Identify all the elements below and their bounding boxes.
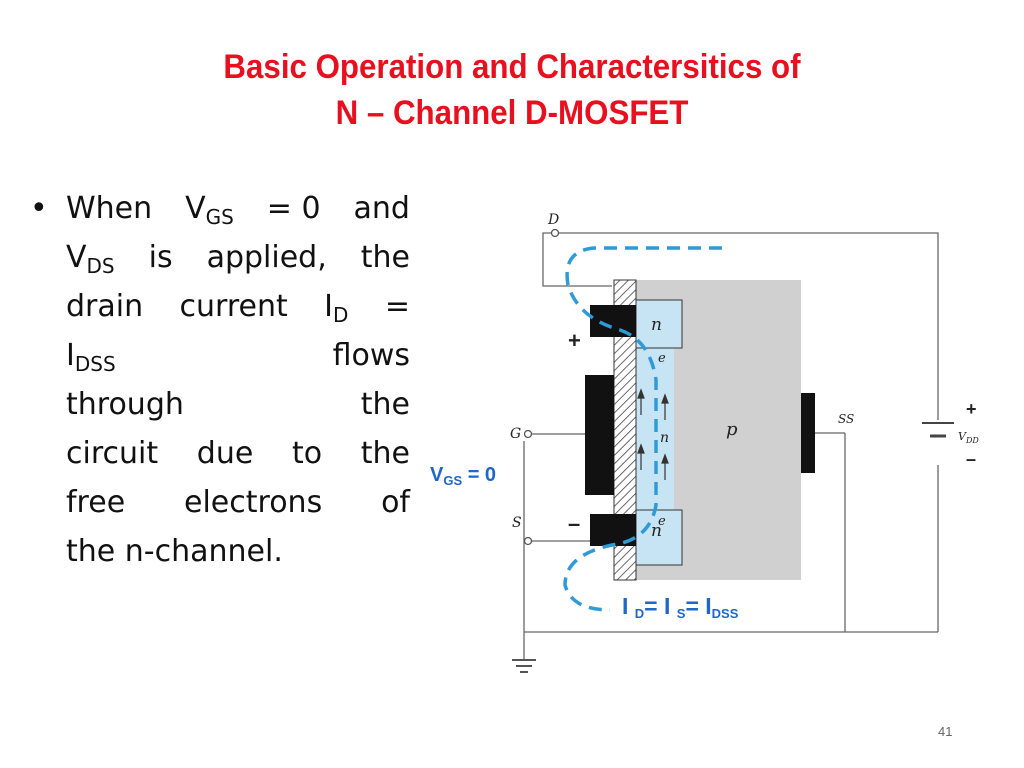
idss-term: IDSS — [66, 338, 116, 376]
n-source-label: n — [651, 521, 662, 541]
bullet-line-5: through the — [66, 380, 410, 429]
terminal-d-label: D — [547, 212, 559, 228]
page-number: 41 — [938, 724, 953, 739]
electron-flow-arrows — [637, 388, 669, 480]
bullet-line-6: circuit due to the — [66, 429, 410, 478]
ground-symbol — [512, 659, 536, 673]
n-drain-label: n — [651, 315, 662, 335]
title-line-2: N – Channel D-MOSFET — [335, 94, 689, 132]
word-circuit: circuit — [66, 436, 159, 471]
gs-subscript: GS — [205, 205, 234, 229]
current-flow-path — [563, 246, 722, 612]
bullet-line-7: free electrons of — [66, 478, 410, 527]
word-the-3: the — [360, 436, 410, 471]
terminal-s-label: S — [512, 515, 522, 531]
id-is-idss-annotation: I D= I S= IDSS — [618, 593, 743, 620]
terminal-ss-label: SS — [838, 412, 854, 426]
gate-plus-label: + — [568, 328, 581, 353]
word-drain: drain — [66, 289, 144, 324]
bullet-paragraph: When VGS = 0 and VDS is applied, the dra… — [66, 184, 410, 576]
text-the-n-channel: the n-channel. — [66, 534, 283, 569]
word-the-2: the — [360, 387, 410, 422]
vdd-plus-label: + — [966, 399, 977, 419]
p-substrate-label: p — [726, 419, 738, 440]
word-due: due — [196, 436, 254, 471]
word-current: current — [179, 289, 288, 324]
gate-contact — [585, 375, 614, 495]
vgs-term: VGS — [185, 191, 234, 229]
dss-subscript: DSS — [74, 352, 116, 376]
slide-title: Basic Operation and Charactersitics of N… — [41, 44, 983, 136]
eq-sign: = — [384, 289, 410, 324]
word-when: When — [66, 191, 153, 226]
electron-label: e — [658, 514, 666, 529]
eq-zero: = 0 — [266, 191, 321, 226]
ds-subscript: DS — [86, 254, 115, 278]
word-through: through — [66, 387, 184, 422]
bullet-marker: • — [30, 191, 48, 226]
word-of: of — [381, 485, 410, 520]
vds-term: VDS — [66, 240, 115, 278]
word-free: free — [66, 485, 126, 520]
id-term: ID — [324, 289, 349, 327]
n-region-source — [635, 509, 683, 566]
vgs-annotation: VGS = 0 — [430, 464, 497, 488]
mosfet-diagram: D G S SS n n p n e e + – + – VDD — [510, 212, 979, 673]
electron-label: e — [658, 351, 666, 366]
vdd-battery-symbol — [922, 422, 954, 438]
bullet-line-8: the n-channel. — [66, 527, 410, 576]
bullet-text-block: • When VGS = 0 and VDS is applied, the d… — [30, 184, 410, 576]
channel-n-label: n — [660, 430, 669, 446]
bullet-line-4: IDSS flows — [66, 331, 410, 380]
terminal-g-label: G — [510, 426, 521, 442]
word-to: to — [291, 436, 323, 471]
terminal-nodes — [523, 228, 560, 546]
bullet-line-3: drain current ID = — [66, 282, 410, 331]
word-the: the — [360, 240, 410, 275]
bullet-line-1: When VGS = 0 and — [66, 184, 410, 233]
word-flows: flows — [332, 338, 410, 373]
word-is: is — [148, 240, 173, 275]
word-electrons: electrons — [184, 485, 323, 520]
bullet-line-2: VDS is applied, the — [66, 233, 410, 282]
word-applied: applied, — [206, 240, 327, 275]
d-subscript: D — [333, 303, 349, 327]
vdd-label: VDD — [958, 430, 979, 445]
title-line-1: Basic Operation and Charactersitics of — [223, 48, 801, 86]
substrate-contact — [801, 393, 815, 473]
vdd-minus-label: – — [966, 449, 976, 469]
gate-minus-label: – — [568, 511, 580, 536]
circuit-wires — [523, 232, 939, 660]
word-and: and — [353, 191, 410, 226]
